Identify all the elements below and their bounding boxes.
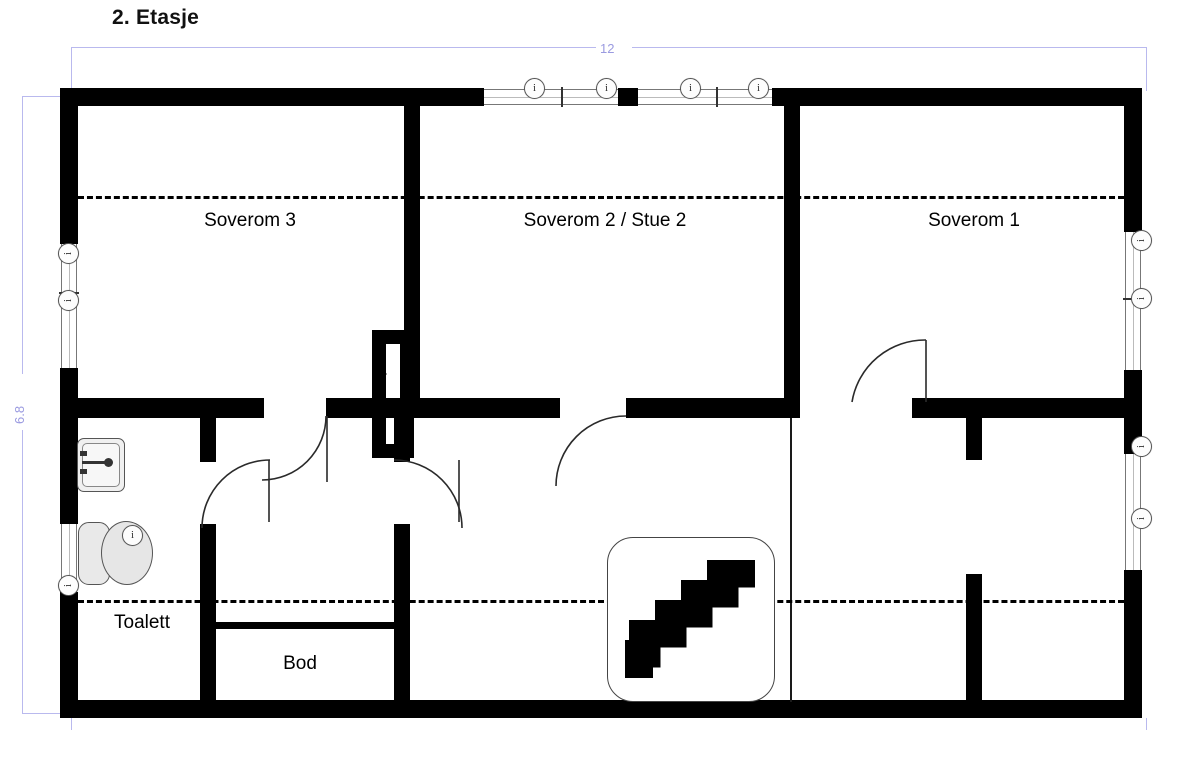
interior-wall-v-right-lower [966,574,982,718]
dim-left-line-top [22,96,23,374]
window-marker-left-1[interactable]: i [58,243,79,264]
window-top-mullion-a [561,87,563,107]
door-soverom3-leaf [326,416,330,482]
section-cut-line-lower [78,600,1124,603]
window-marker-top-4[interactable]: i [748,78,769,99]
dim-top-line-right [632,47,1147,48]
window-marker-left-3[interactable]: i [58,575,79,596]
dimension-width-label: 12 [600,41,615,56]
exterior-wall-left-lower [60,592,78,718]
dim-tick-bottom-right [1146,718,1147,730]
sink-faucet-knob [104,458,113,467]
exterior-wall-top-pier [618,88,638,106]
window-marker-left-2[interactable]: i [58,290,79,311]
arrow-icon [376,366,387,382]
interior-wall-h-left [60,398,264,418]
door-toalett-leaf [268,460,272,522]
interior-wall-h-mid-b [626,398,800,418]
door-soverom2[interactable] [555,415,627,487]
door-soverom3[interactable] [261,415,334,488]
exterior-wall-top-right [772,88,1142,106]
shaft-wall-right [400,330,414,458]
room-label-soverom-1: Soverom 1 [928,210,1020,231]
door-bod-leaf [458,460,462,522]
dim-top-line-left [71,47,596,48]
room-label-soverom-3: Soverom 3 [204,210,296,231]
dim-top-right-ext [1146,47,1147,91]
window-marker-right-3[interactable]: i [1131,436,1152,457]
window-top-band-right [638,89,772,105]
interior-wall-v-bod-right [394,524,410,718]
window-marker-top-3[interactable]: i [680,78,701,99]
window-top-mullion-b [716,87,718,107]
toilet-marker[interactable]: i [122,525,143,546]
sink-faucet [82,461,108,464]
interior-wall-h-right [912,398,1142,418]
exterior-wall-left-upper [60,88,78,244]
interior-line-v-hall-right [790,418,792,702]
shaft-wall-bottom [372,444,414,458]
sink-handle-b [80,469,87,474]
room-label-soverom-2-stue-2: Soverom 2 / Stue 2 [523,210,687,231]
interior-wall-h-mid-a [326,398,560,418]
dim-left-line-bot [22,430,23,713]
interior-wall-v-right-upper-stub [966,398,982,460]
interior-wall-v-toalett-right [200,398,216,462]
dim-tick-bottom-left [71,718,72,730]
window-marker-right-1[interactable]: i [1131,230,1152,251]
interior-wall-v-soverom2-soverom1 [784,88,800,418]
exterior-wall-right-lower [1124,570,1142,718]
window-marker-top-2[interactable]: i [596,78,617,99]
shaft-wall-left [372,330,386,458]
dim-left-bot-ext [22,713,64,714]
window-marker-right-2[interactable]: i [1131,288,1152,309]
dimension-height-label: 6.8 [12,405,27,424]
window-marker-top-1[interactable]: i [524,78,545,99]
interior-wall-v-bod-left [200,524,216,718]
exterior-wall-left-middle [60,368,78,524]
exterior-wall-right-upper [1124,88,1142,232]
window-top-band-left [484,89,618,105]
interior-wall-h-bod-top [216,622,398,629]
sink-handle-a [80,451,87,456]
door-soverom1[interactable] [851,339,927,403]
room-label-bod: Bod [283,653,317,674]
dim-top-left-ext [71,47,72,91]
exterior-wall-top-left [60,88,484,106]
stairs-icon [623,560,757,678]
sink-basin [82,443,120,487]
window-marker-right-4[interactable]: i [1131,508,1152,529]
exterior-wall-bottom [60,700,1142,718]
dim-left-top-ext [22,96,64,97]
shaft-wall-top [372,330,414,344]
door-bod[interactable] [393,459,463,529]
door-toalett[interactable] [201,459,271,529]
section-cut-line-upper [78,196,1124,199]
page-title: 2. Etasje [112,6,200,29]
room-label-toalett: Toalett [114,612,170,633]
